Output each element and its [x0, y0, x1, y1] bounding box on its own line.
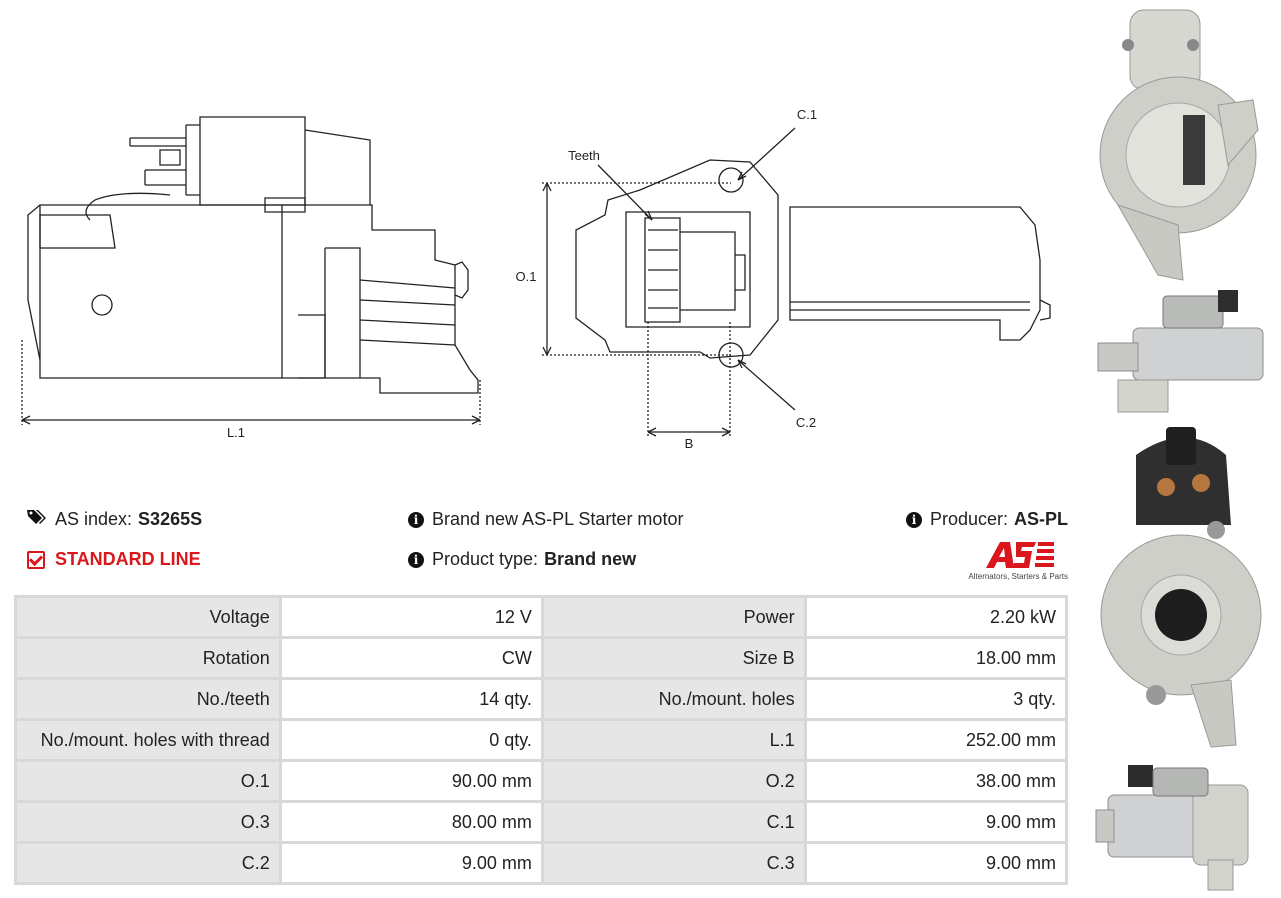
info-icon: i — [408, 551, 424, 568]
spec-value: 252.00 mm — [806, 721, 1065, 759]
spec-label: No./mount. holes with thread — [17, 721, 279, 759]
description-text: Brand new AS-PL Starter motor — [432, 509, 684, 529]
table-row: C.2 9.00 mm C.3 9.00 mm — [17, 844, 1065, 882]
spec-label: O.1 — [17, 762, 279, 800]
spec-label: L.1 — [543, 721, 804, 759]
spec-label: C.1 — [543, 803, 804, 841]
spec-value: 2.20 kW — [806, 598, 1065, 636]
standard-line-badge: STANDARD LINE — [27, 549, 201, 570]
spec-value: 3 qty. — [806, 680, 1065, 718]
description-row: i Brand new AS-PL Starter motor — [408, 509, 683, 530]
info-icon: i — [906, 511, 922, 528]
producer-value: AS-PL — [1014, 509, 1069, 529]
producer-row: i Producer: AS-PL — [906, 509, 1068, 530]
specifications-table: Voltage 12 V Power 2.20 kW Rotation CW S… — [14, 595, 1068, 885]
spec-label: No./mount. holes — [543, 680, 804, 718]
spec-value: 90.00 mm — [281, 762, 541, 800]
spec-value: 12 V — [281, 598, 541, 636]
as-logo-mark — [986, 542, 1054, 568]
table-row: Rotation CW Size B 18.00 mm — [17, 639, 1065, 677]
spec-value: 0 qty. — [281, 721, 541, 759]
photo-top-view[interactable] — [1088, 288, 1273, 416]
table-row: Voltage 12 V Power 2.20 kW — [17, 598, 1065, 636]
technical-drawing: L.1 O.1 Teeth C.1 C.2 B — [0, 0, 1090, 470]
l1-label: L.1 — [227, 425, 245, 440]
product-type-value: Brand new — [544, 549, 637, 569]
teeth-label: Teeth — [568, 148, 600, 163]
spec-label: C.3 — [543, 844, 804, 882]
spec-value: 18.00 mm — [806, 639, 1065, 677]
spec-value: 14 qty. — [281, 680, 541, 718]
spec-value: 9.00 mm — [806, 803, 1065, 841]
o1-label: O.1 — [516, 269, 537, 284]
table-row: O.1 90.00 mm O.2 38.00 mm — [17, 762, 1065, 800]
spec-label: No./teeth — [17, 680, 279, 718]
spec-value: 80.00 mm — [281, 803, 541, 841]
c2-label: C.2 — [796, 415, 816, 430]
producer-label: Producer: — [930, 509, 1009, 529]
standard-line-label: STANDARD LINE — [55, 549, 201, 569]
spec-label: C.2 — [17, 844, 279, 882]
table-row: O.3 80.00 mm C.1 9.00 mm — [17, 803, 1065, 841]
check-square-icon — [27, 550, 45, 569]
spec-label: Power — [543, 598, 804, 636]
spec-label: O.3 — [17, 803, 279, 841]
as-index-row: AS index: S3265S — [27, 509, 202, 530]
spec-value: 38.00 mm — [806, 762, 1065, 800]
table-row: No./teeth 14 qty. No./mount. holes 3 qty… — [17, 680, 1065, 718]
photo-front-view[interactable] — [1088, 5, 1268, 290]
b-label: B — [685, 436, 694, 451]
product-type-row: i Product type: Brand new — [408, 549, 636, 570]
spec-value: 9.00 mm — [281, 844, 541, 882]
spec-label: Voltage — [17, 598, 279, 636]
spec-value: CW — [281, 639, 541, 677]
as-index-label: AS index: — [55, 509, 133, 529]
spec-value: 9.00 mm — [806, 844, 1065, 882]
logo-subtitle: Alternators, Starters & Parts — [968, 572, 1068, 581]
table-row: No./mount. holes with thread 0 qty. L.1 … — [17, 721, 1065, 759]
spec-label: Rotation — [17, 639, 279, 677]
spec-label: O.2 — [543, 762, 804, 800]
as-index-value: S3265S — [138, 509, 203, 529]
product-type-label: Product type: — [432, 549, 539, 569]
spec-label: Size B — [543, 639, 804, 677]
product-photos — [1088, 0, 1281, 898]
photo-rear-view[interactable] — [1096, 425, 1271, 755]
c1-label: C.1 — [797, 107, 817, 122]
tags-icon — [27, 509, 47, 530]
as-pl-logo: Alternators, Starters & Parts — [964, 538, 1068, 584]
info-icon: i — [408, 511, 424, 528]
photo-bottom-view[interactable] — [1088, 760, 1273, 895]
starter-motor-drawing: L.1 O.1 Teeth C.1 C.2 B — [21, 107, 1051, 451]
